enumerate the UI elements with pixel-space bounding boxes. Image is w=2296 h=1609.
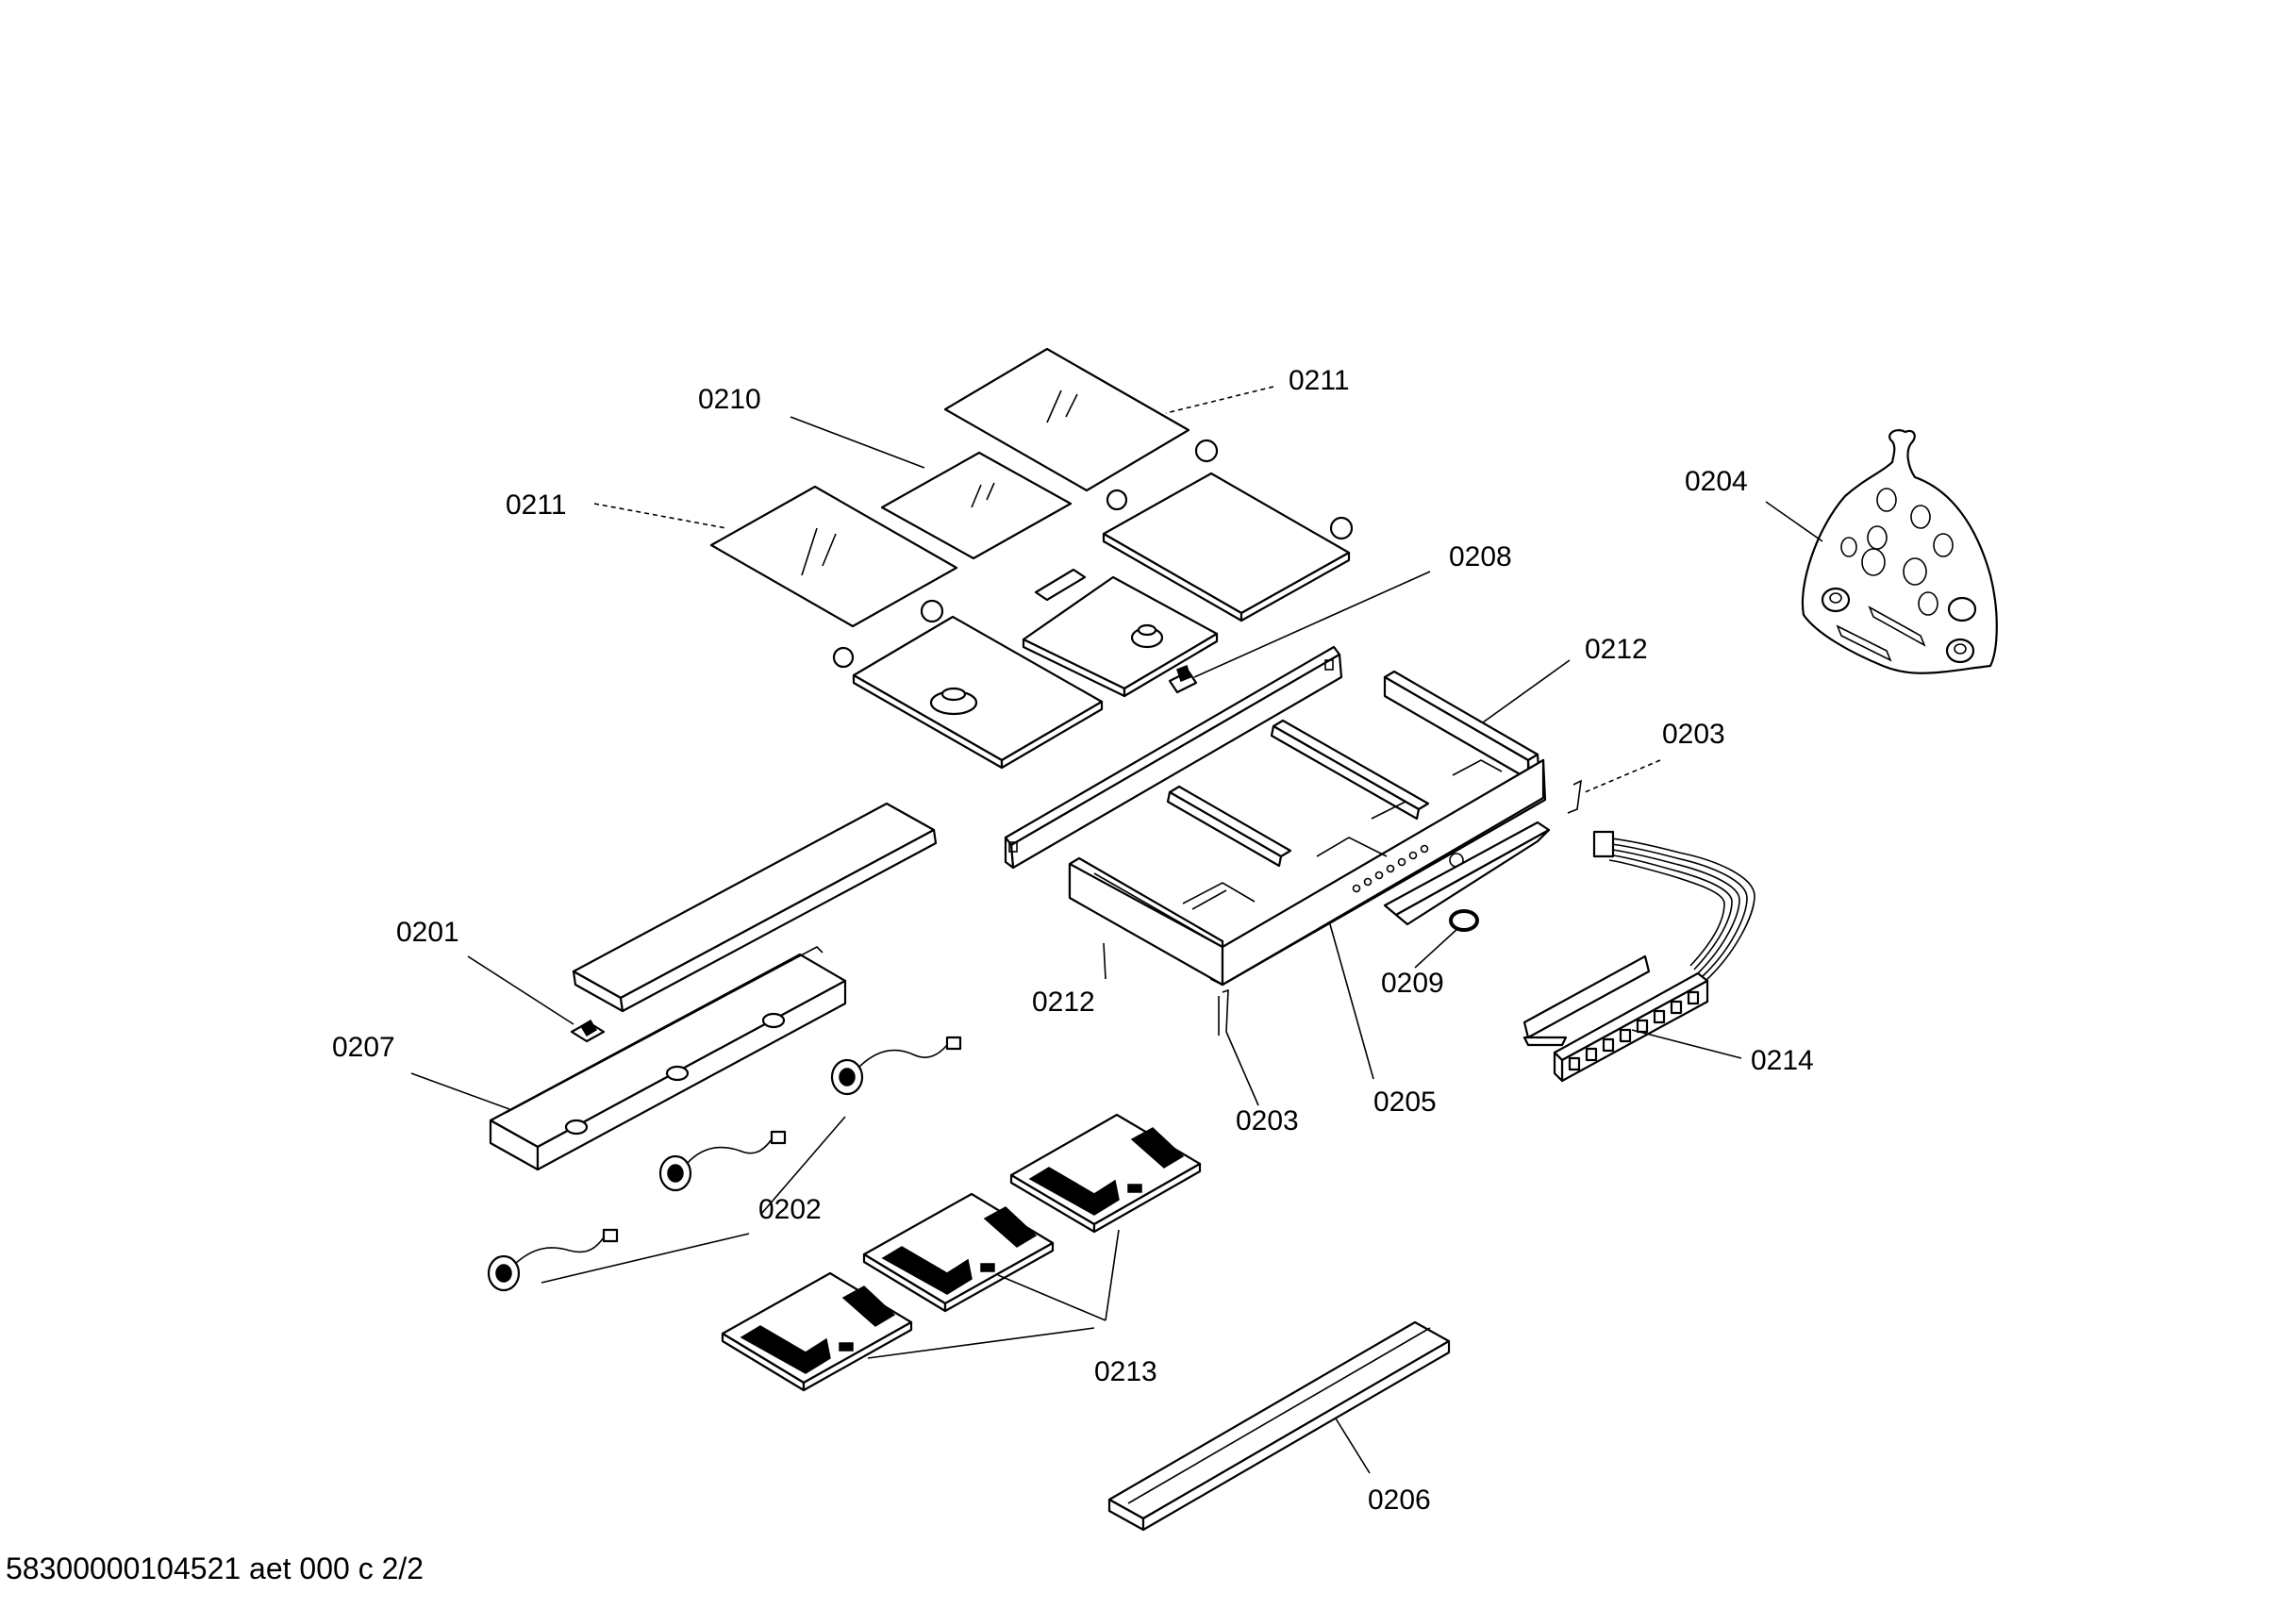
glass-panel-0211-top[interactable] <box>943 347 1190 492</box>
hotplate-tray-front-left[interactable] <box>852 615 1104 770</box>
callout-0201: 0201 <box>396 917 459 948</box>
callout-0203-bottom: 0203 <box>1236 1105 1299 1136</box>
cover-strip[interactable] <box>572 802 938 1013</box>
main-frame-0205[interactable] <box>1068 670 1551 987</box>
document-code-footer: 58300000104521 aet 000 c 2/2 <box>6 1551 424 1585</box>
switch-0202-c[interactable] <box>487 1228 619 1292</box>
callout-0213: 0213 <box>1094 1356 1157 1387</box>
hotplate-tray-right[interactable] <box>1102 472 1351 622</box>
callout-0211-left: 0211 <box>506 489 567 521</box>
callout-0208: 0208 <box>1449 541 1512 572</box>
glass-panel-0210[interactable] <box>880 451 1073 560</box>
clip-0201[interactable] <box>570 1019 606 1043</box>
switch-0202-a[interactable] <box>830 1036 962 1096</box>
clip-0208[interactable] <box>1168 665 1198 694</box>
switch-0202-b[interactable] <box>658 1130 787 1192</box>
trim-strip-0206[interactable] <box>1107 1320 1451 1532</box>
leader-lines <box>410 386 1823 1474</box>
hotplate-label-0213-b[interactable] <box>862 1192 1055 1313</box>
callout-0204: 0204 <box>1685 466 1748 497</box>
slot-cover-strip[interactable] <box>1034 568 1087 602</box>
spring-clip-0203-bottom[interactable] <box>1218 988 1229 1036</box>
hotplate-label-0213-a[interactable] <box>1009 1113 1202 1234</box>
glass-panel-0211-left[interactable] <box>709 485 958 628</box>
callout-0203-right: 0203 <box>1662 719 1725 750</box>
control-buttons-icon <box>1568 990 1700 1071</box>
callout-0202: 0202 <box>758 1194 822 1225</box>
callout-0207: 0207 <box>332 1032 395 1063</box>
ribbon-cable-icon <box>1592 830 1755 982</box>
callout-0209: 0209 <box>1381 968 1444 999</box>
indicator-holes-icon <box>1352 844 1464 893</box>
callout-labels: 0211 0210 0211 0208 0204 0212 0203 0201 … <box>332 365 1814 1516</box>
rubber-foot-icon <box>832 439 1354 669</box>
frame-rail-back[interactable] <box>1004 645 1343 870</box>
callout-0212-left: 0212 <box>1032 987 1095 1018</box>
callout-0210: 0210 <box>698 384 761 415</box>
callout-0214: 0214 <box>1751 1045 1814 1076</box>
callout-0205: 0205 <box>1373 1086 1437 1118</box>
front-panel-0207[interactable] <box>489 946 847 1171</box>
callout-0212-right: 0212 <box>1585 634 1648 665</box>
gasket-ring-0209[interactable] <box>1449 909 1479 932</box>
callout-0211-top: 0211 <box>1289 365 1350 396</box>
hotplate-tray-center[interactable] <box>1022 575 1219 698</box>
hotplate-label-0213-c[interactable] <box>721 1271 913 1392</box>
spring-clip-0203-right[interactable] <box>1567 779 1582 814</box>
bag-contents-icon <box>1821 488 1977 664</box>
accessory-bag-0204[interactable] <box>1801 429 1998 674</box>
control-panel-0214[interactable] <box>1522 830 1755 1083</box>
callout-0206: 0206 <box>1368 1485 1431 1516</box>
